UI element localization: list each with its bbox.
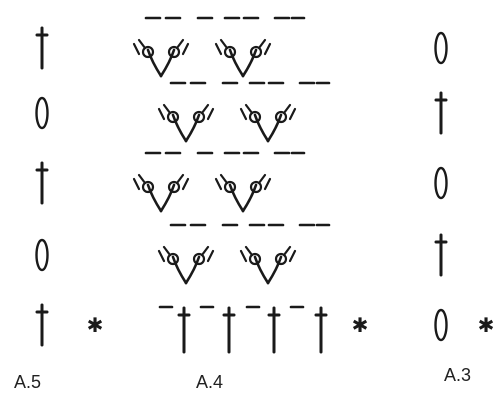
- v-left-leg: [171, 113, 188, 143]
- picot-right: [249, 45, 263, 59]
- v-left-tick: [157, 107, 166, 121]
- picot-right: [167, 45, 181, 59]
- diagram-label-a4: A.4: [196, 372, 223, 392]
- v-right-leg: [266, 113, 283, 143]
- picot-hook: [137, 173, 147, 185]
- picot-left: [223, 180, 237, 194]
- chain-stitch-symbol: [434, 31, 448, 65]
- v-left-leg: [228, 48, 245, 78]
- v-group-with-picots-symbol: [239, 245, 297, 285]
- v-right-leg: [159, 183, 176, 213]
- v-group-with-picots-symbol: [239, 103, 297, 143]
- picot-hook: [257, 173, 267, 185]
- picot-hook: [219, 173, 229, 185]
- v-group-with-picots-symbol: [214, 173, 272, 213]
- diagram-label-a3: A.3: [444, 365, 471, 385]
- v-left-tick: [132, 42, 141, 56]
- treble-crochet-symbol: [177, 306, 191, 354]
- treble-crochet-symbol: [222, 306, 236, 354]
- picot-right: [249, 180, 263, 194]
- picot-hook: [200, 245, 210, 257]
- picot-right: [274, 110, 288, 124]
- picot-hook: [282, 103, 292, 115]
- v-left-tick: [132, 177, 141, 191]
- v-left-leg: [171, 255, 188, 285]
- v-right-tick: [206, 249, 215, 263]
- picot-left: [166, 110, 180, 124]
- picot-left: [248, 252, 262, 266]
- v-left-leg: [146, 48, 163, 78]
- v-right-tick: [206, 107, 215, 121]
- picot-hook: [257, 38, 267, 50]
- picot-right: [274, 252, 288, 266]
- picot-hook: [244, 245, 254, 257]
- v-left-tick: [239, 107, 248, 121]
- v-group-with-picots-symbol: [157, 245, 215, 285]
- picot-left: [223, 45, 237, 59]
- star-marker-symbol: ✱: [478, 313, 495, 337]
- v-group-with-picots-symbol: [132, 38, 190, 78]
- v-right-tick: [181, 42, 190, 56]
- treble-crochet-symbol: [35, 303, 49, 347]
- v-right-tick: [263, 177, 272, 191]
- treble-crochet-symbol: [314, 306, 328, 354]
- v-left-tick: [214, 42, 223, 56]
- v-right-tick: [288, 249, 297, 263]
- picot-hook: [162, 103, 172, 115]
- v-left-leg: [146, 183, 163, 213]
- chain-stitch-symbol: [35, 238, 49, 272]
- picot-hook: [219, 38, 229, 50]
- treble-crochet-symbol: [35, 26, 49, 70]
- treble-crochet-symbol: [35, 161, 49, 205]
- star-marker-symbol: ✱: [352, 313, 369, 337]
- v-left-tick: [157, 249, 166, 263]
- chain-stitch-symbol: [35, 96, 49, 130]
- v-left-tick: [214, 177, 223, 191]
- picot-hook: [282, 245, 292, 257]
- v-left-tick: [239, 249, 248, 263]
- diagram-label-a5: A.5: [14, 372, 41, 392]
- treble-crochet-symbol: [267, 306, 281, 354]
- picot-right: [192, 110, 206, 124]
- v-left-leg: [253, 255, 270, 285]
- picot-hook: [175, 38, 185, 50]
- v-right-tick: [263, 42, 272, 56]
- picot-hook: [244, 103, 254, 115]
- picot-right: [192, 252, 206, 266]
- picot-hook: [175, 173, 185, 185]
- v-left-leg: [228, 183, 245, 213]
- v-left-leg: [253, 113, 270, 143]
- v-group-with-picots-symbol: [214, 38, 272, 78]
- v-right-leg: [184, 255, 201, 285]
- v-right-leg: [266, 255, 283, 285]
- picot-left: [141, 45, 155, 59]
- v-right-tick: [288, 107, 297, 121]
- v-right-leg: [159, 48, 176, 78]
- picot-right: [167, 180, 181, 194]
- v-right-leg: [241, 48, 258, 78]
- treble-crochet-symbol: [434, 233, 448, 277]
- chart-marks: ✱ ✱ ✱: [35, 16, 495, 354]
- picot-left: [166, 252, 180, 266]
- chain-stitch-symbol: [434, 308, 448, 342]
- picot-hook: [137, 38, 147, 50]
- chain-stitch-symbol: [434, 166, 448, 200]
- treble-crochet-symbol: [434, 91, 448, 135]
- v-right-leg: [184, 113, 201, 143]
- v-right-leg: [241, 183, 258, 213]
- star-marker-symbol: ✱: [87, 313, 104, 337]
- v-group-with-picots-symbol: [132, 173, 190, 213]
- picot-left: [248, 110, 262, 124]
- v-group-with-picots-symbol: [157, 103, 215, 143]
- picot-hook: [200, 103, 210, 115]
- v-right-tick: [181, 177, 190, 191]
- picot-left: [141, 180, 155, 194]
- picot-hook: [162, 245, 172, 257]
